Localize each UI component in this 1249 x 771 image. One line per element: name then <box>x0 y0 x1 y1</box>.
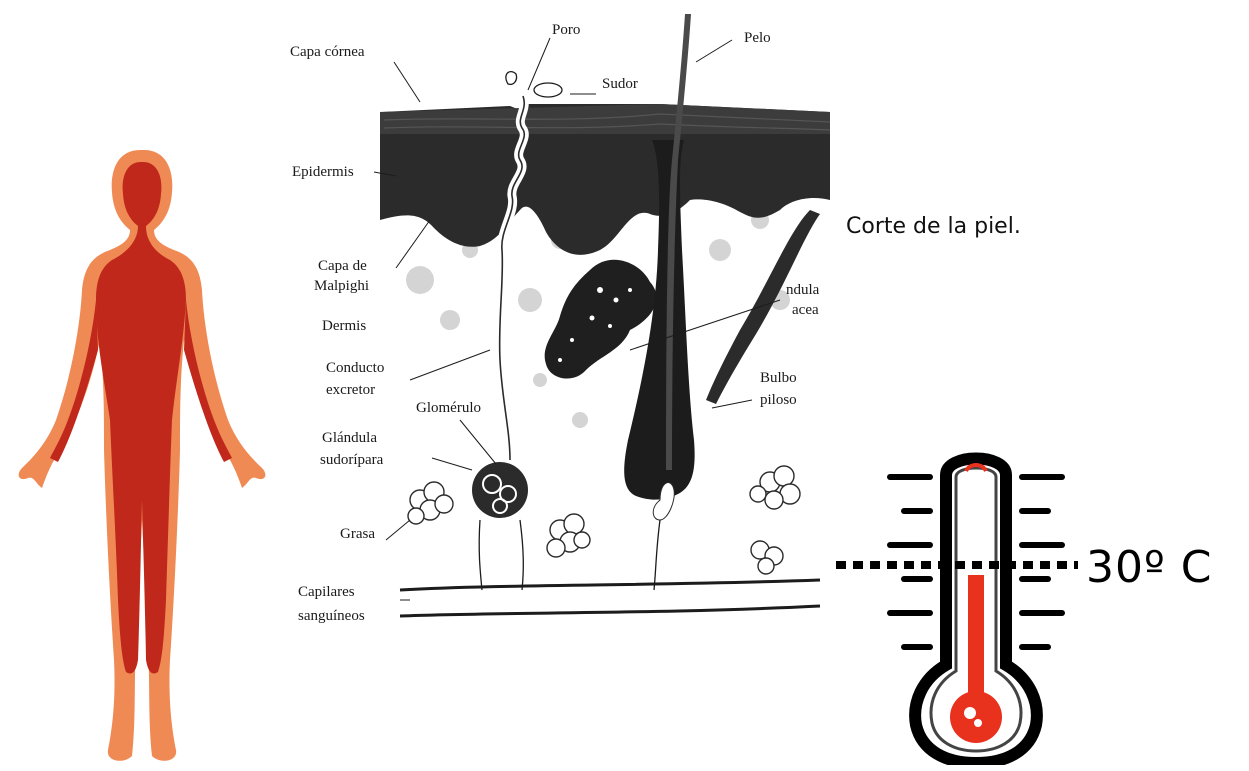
caption: Corte de la piel. <box>846 214 1021 239</box>
label-poro: Poro <box>552 22 580 39</box>
label-sudoripara: sudorípara <box>320 452 383 469</box>
label-capa-cornea: Capa córnea <box>290 44 365 61</box>
label-excretor: excretor <box>326 382 375 399</box>
thermometer-bulb <box>950 691 1002 743</box>
label-glandula-sebacea-2: acea <box>792 302 819 319</box>
body-core <box>50 162 232 674</box>
label-epidermis: Epidermis <box>292 164 354 181</box>
label-conducto: Conducto <box>326 360 384 377</box>
label-sudor: Sudor <box>602 76 638 93</box>
human-body-figure <box>0 0 300 771</box>
label-sanguineos: sanguíneos <box>298 608 365 625</box>
label-glandula-sebacea-1: ndula <box>786 282 819 299</box>
label-capa-de: Capa de <box>318 258 367 275</box>
label-dermis: Dermis <box>322 318 366 335</box>
label-capilares: Capilares <box>298 584 355 601</box>
label-glandula: Glándula <box>322 430 377 447</box>
temperature-label: 30º C <box>1086 542 1212 593</box>
sweat-gland-glomerulus <box>472 462 528 518</box>
label-pelo: Pelo <box>744 30 771 47</box>
skin-cross-section <box>360 0 840 660</box>
thermometer <box>830 445 1080 765</box>
label-glomerulo: Glomérulo <box>416 400 481 417</box>
label-piloso: piloso <box>760 392 797 409</box>
label-bulbo: Bulbo <box>760 370 797 387</box>
label-grasa: Grasa <box>340 526 375 543</box>
label-malpighi: Malpighi <box>314 278 369 295</box>
